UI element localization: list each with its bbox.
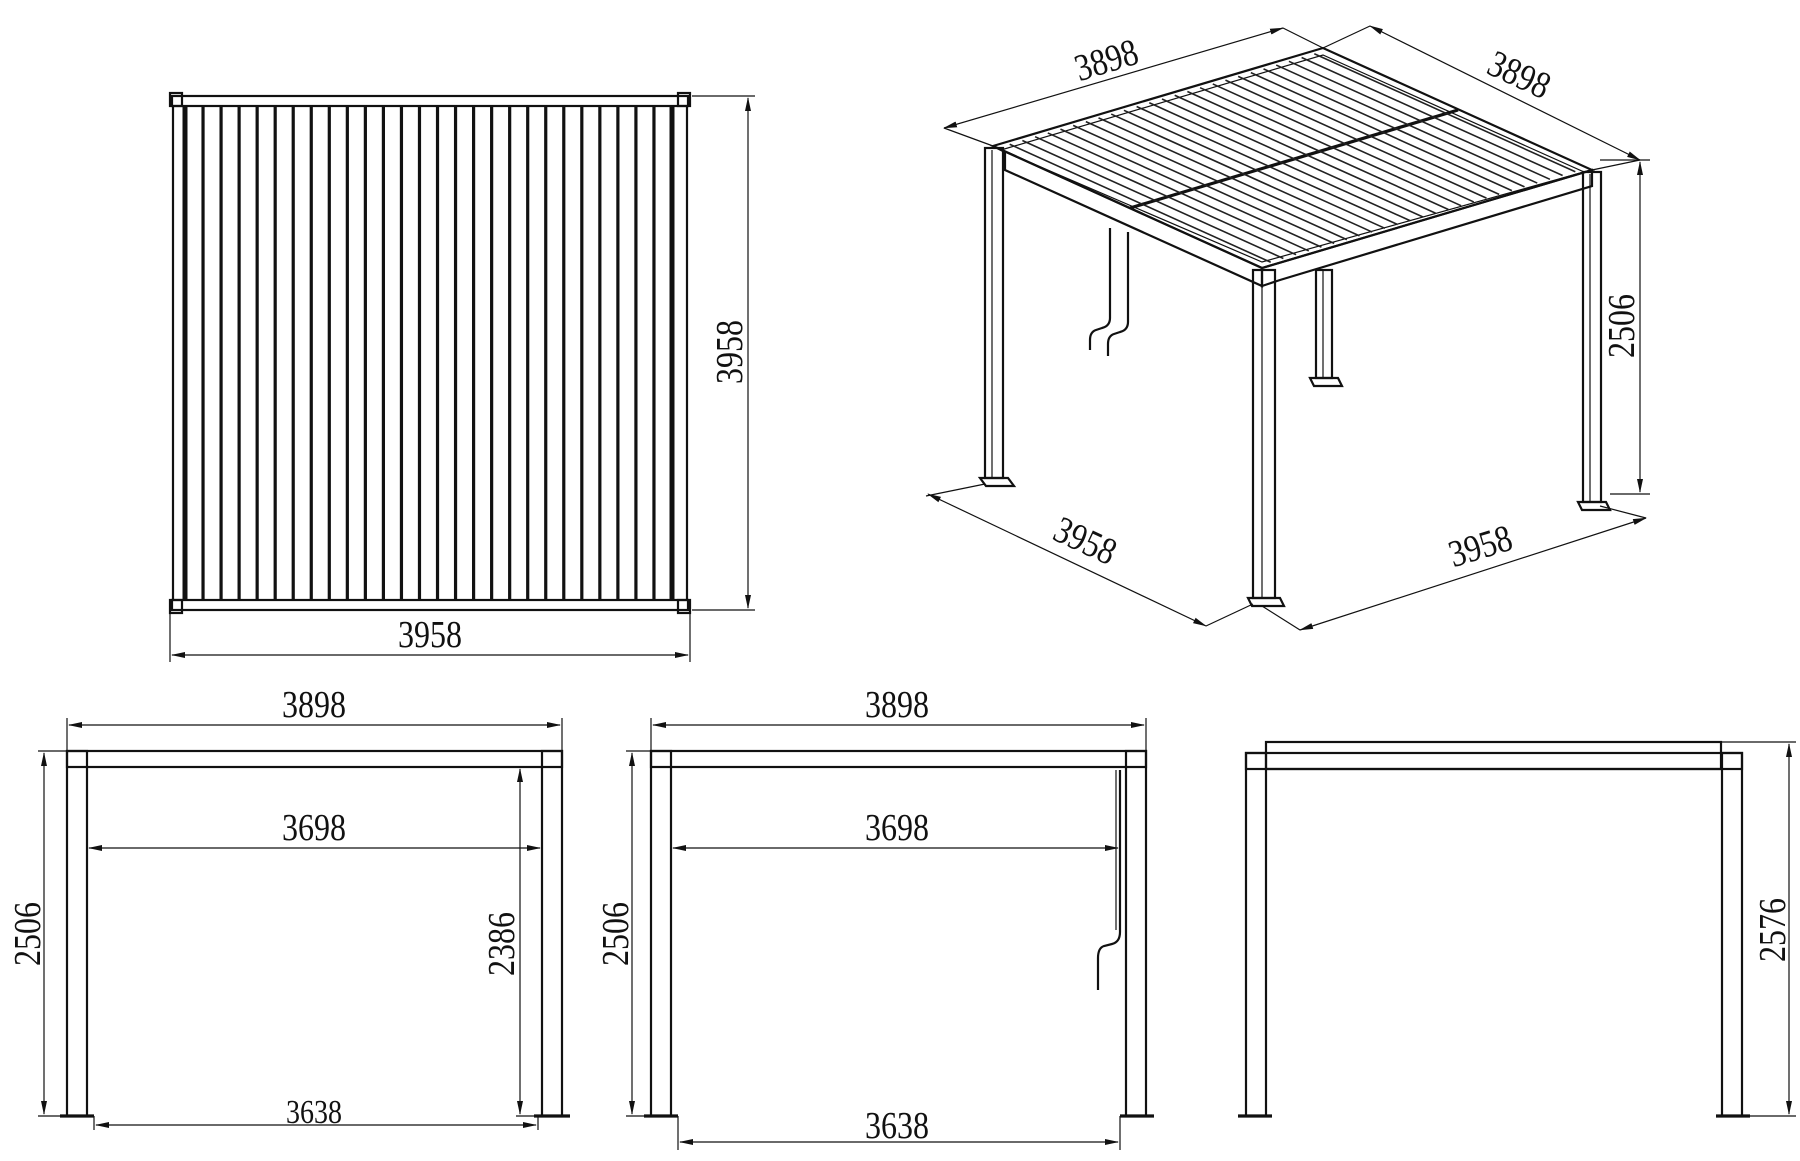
isometric-view: 3898 3898 2506 3958 3958	[925, 25, 1650, 631]
top-view-depth-label: 3958	[709, 320, 751, 384]
rear-elevation: 2576	[1238, 740, 1796, 1118]
iso-post-right	[1581, 170, 1603, 504]
side-post-left	[649, 749, 673, 1118]
iso-base-left-label: 3958	[1047, 509, 1123, 574]
side-post-right	[1124, 749, 1148, 1118]
iso-top-right-label: 3898	[1481, 43, 1557, 108]
iso-post-front	[1251, 268, 1277, 600]
iso-base-right-label: 3958	[1444, 517, 1517, 576]
side-overall-height-label: 2506	[595, 902, 637, 966]
rear-post-right	[1720, 751, 1744, 1118]
top-view: 3958 3958	[168, 91, 755, 662]
iso-top-left-label: 3898	[1070, 31, 1143, 90]
front-post-right	[540, 749, 564, 1118]
top-view-front-beam	[170, 94, 690, 108]
front-inner-width-label: 3698	[282, 807, 346, 849]
iso-post-left	[983, 146, 1005, 480]
rear-overall-height-label: 2576	[1752, 898, 1794, 962]
crank-handle	[1088, 228, 1112, 350]
side-inner-width-label: 3698	[865, 807, 929, 849]
front-base-width-label: 3638	[286, 1094, 342, 1131]
rear-beam	[1244, 751, 1744, 771]
crank-handle	[1106, 232, 1130, 356]
top-view-corner-post	[168, 598, 184, 615]
side-beam	[649, 749, 1148, 769]
top-view-rear-beam	[170, 598, 690, 612]
louver-slats	[182, 106, 675, 600]
top-view-width-label: 3958	[398, 614, 462, 656]
side-crank-handle	[1096, 770, 1122, 990]
top-view-corner-post	[168, 91, 184, 108]
iso-post-back	[1314, 268, 1334, 380]
front-overall-width-label: 3898	[282, 684, 346, 726]
front-post-left	[65, 749, 89, 1118]
iso-right-beam	[1260, 168, 1594, 288]
front-overall-height-label: 2506	[7, 902, 49, 966]
side-overall-width-label: 3898	[865, 684, 929, 726]
top-view-corner-post	[676, 91, 692, 108]
front-beam	[65, 749, 564, 769]
rear-post-left	[1244, 751, 1268, 1118]
front-clear-height-label: 2386	[481, 912, 523, 976]
top-view-corner-post	[676, 598, 692, 615]
front-elevation: 3898 3698 2506 2386 3638	[7, 684, 570, 1131]
rear-top-beam	[1264, 740, 1723, 771]
side-elevation: 3898 3698 2506 3638	[595, 684, 1154, 1150]
iso-height-label: 2506	[1601, 294, 1643, 358]
side-base-width-label: 3638	[865, 1105, 929, 1147]
